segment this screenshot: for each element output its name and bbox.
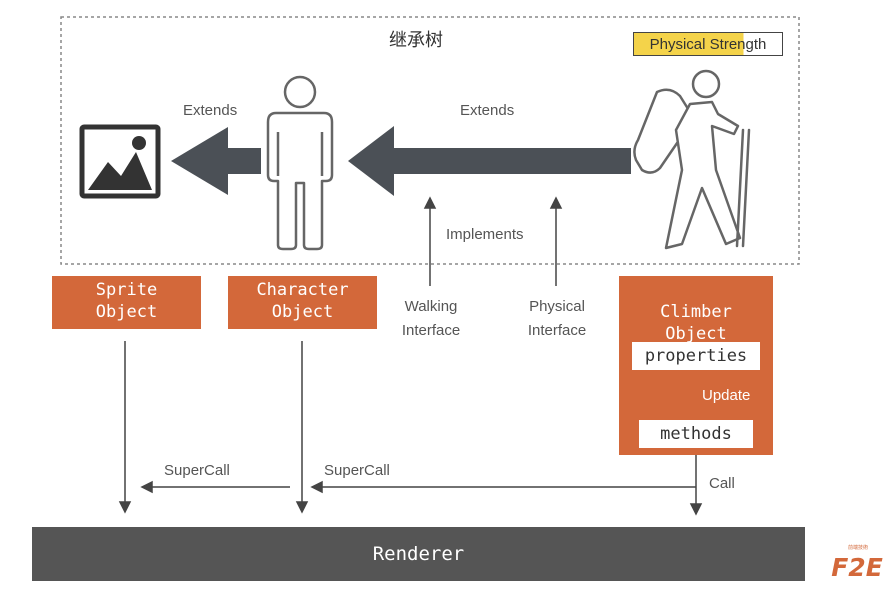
update-label: Update — [702, 387, 751, 404]
hiker-icon — [633, 69, 751, 250]
properties-box: properties — [632, 342, 760, 370]
sprite-object-box: Sprite Object — [52, 276, 201, 329]
person-icon — [266, 75, 334, 251]
character-object-box: Character Object — [228, 276, 377, 329]
f2e-logo-icon: 前端技術 F2E — [831, 544, 883, 582]
extends-label-right: Extends — [460, 102, 515, 119]
supercall-label-1: SuperCall — [164, 462, 230, 479]
climber-object-label: Climber Object — [660, 302, 732, 344]
supercall-arrows — [140, 480, 696, 494]
implements-arrows — [423, 196, 563, 286]
diagram-title: 继承树 — [389, 30, 443, 51]
renderer-flow-lines — [118, 341, 703, 516]
renderer-bar: Renderer — [32, 527, 805, 581]
call-label: Call — [709, 475, 735, 492]
extends-arrow-left — [171, 127, 261, 195]
supercall-label-2: SuperCall — [324, 462, 390, 479]
physical-strength-badge: Physical Strength — [633, 32, 783, 56]
extends-arrow-right — [348, 126, 631, 196]
implements-label: Implements — [446, 226, 524, 243]
walking-interface-label: Walking Interface — [401, 298, 461, 339]
inheritance-frame — [60, 16, 800, 265]
image-icon — [79, 124, 161, 199]
physical-interface-label: Physical Interface — [527, 298, 587, 339]
svg-text:F2E: F2E — [831, 553, 883, 582]
methods-box: methods — [639, 420, 753, 448]
svg-text:前端技術: 前端技術 — [848, 544, 868, 551]
extends-label-left: Extends — [183, 102, 238, 119]
